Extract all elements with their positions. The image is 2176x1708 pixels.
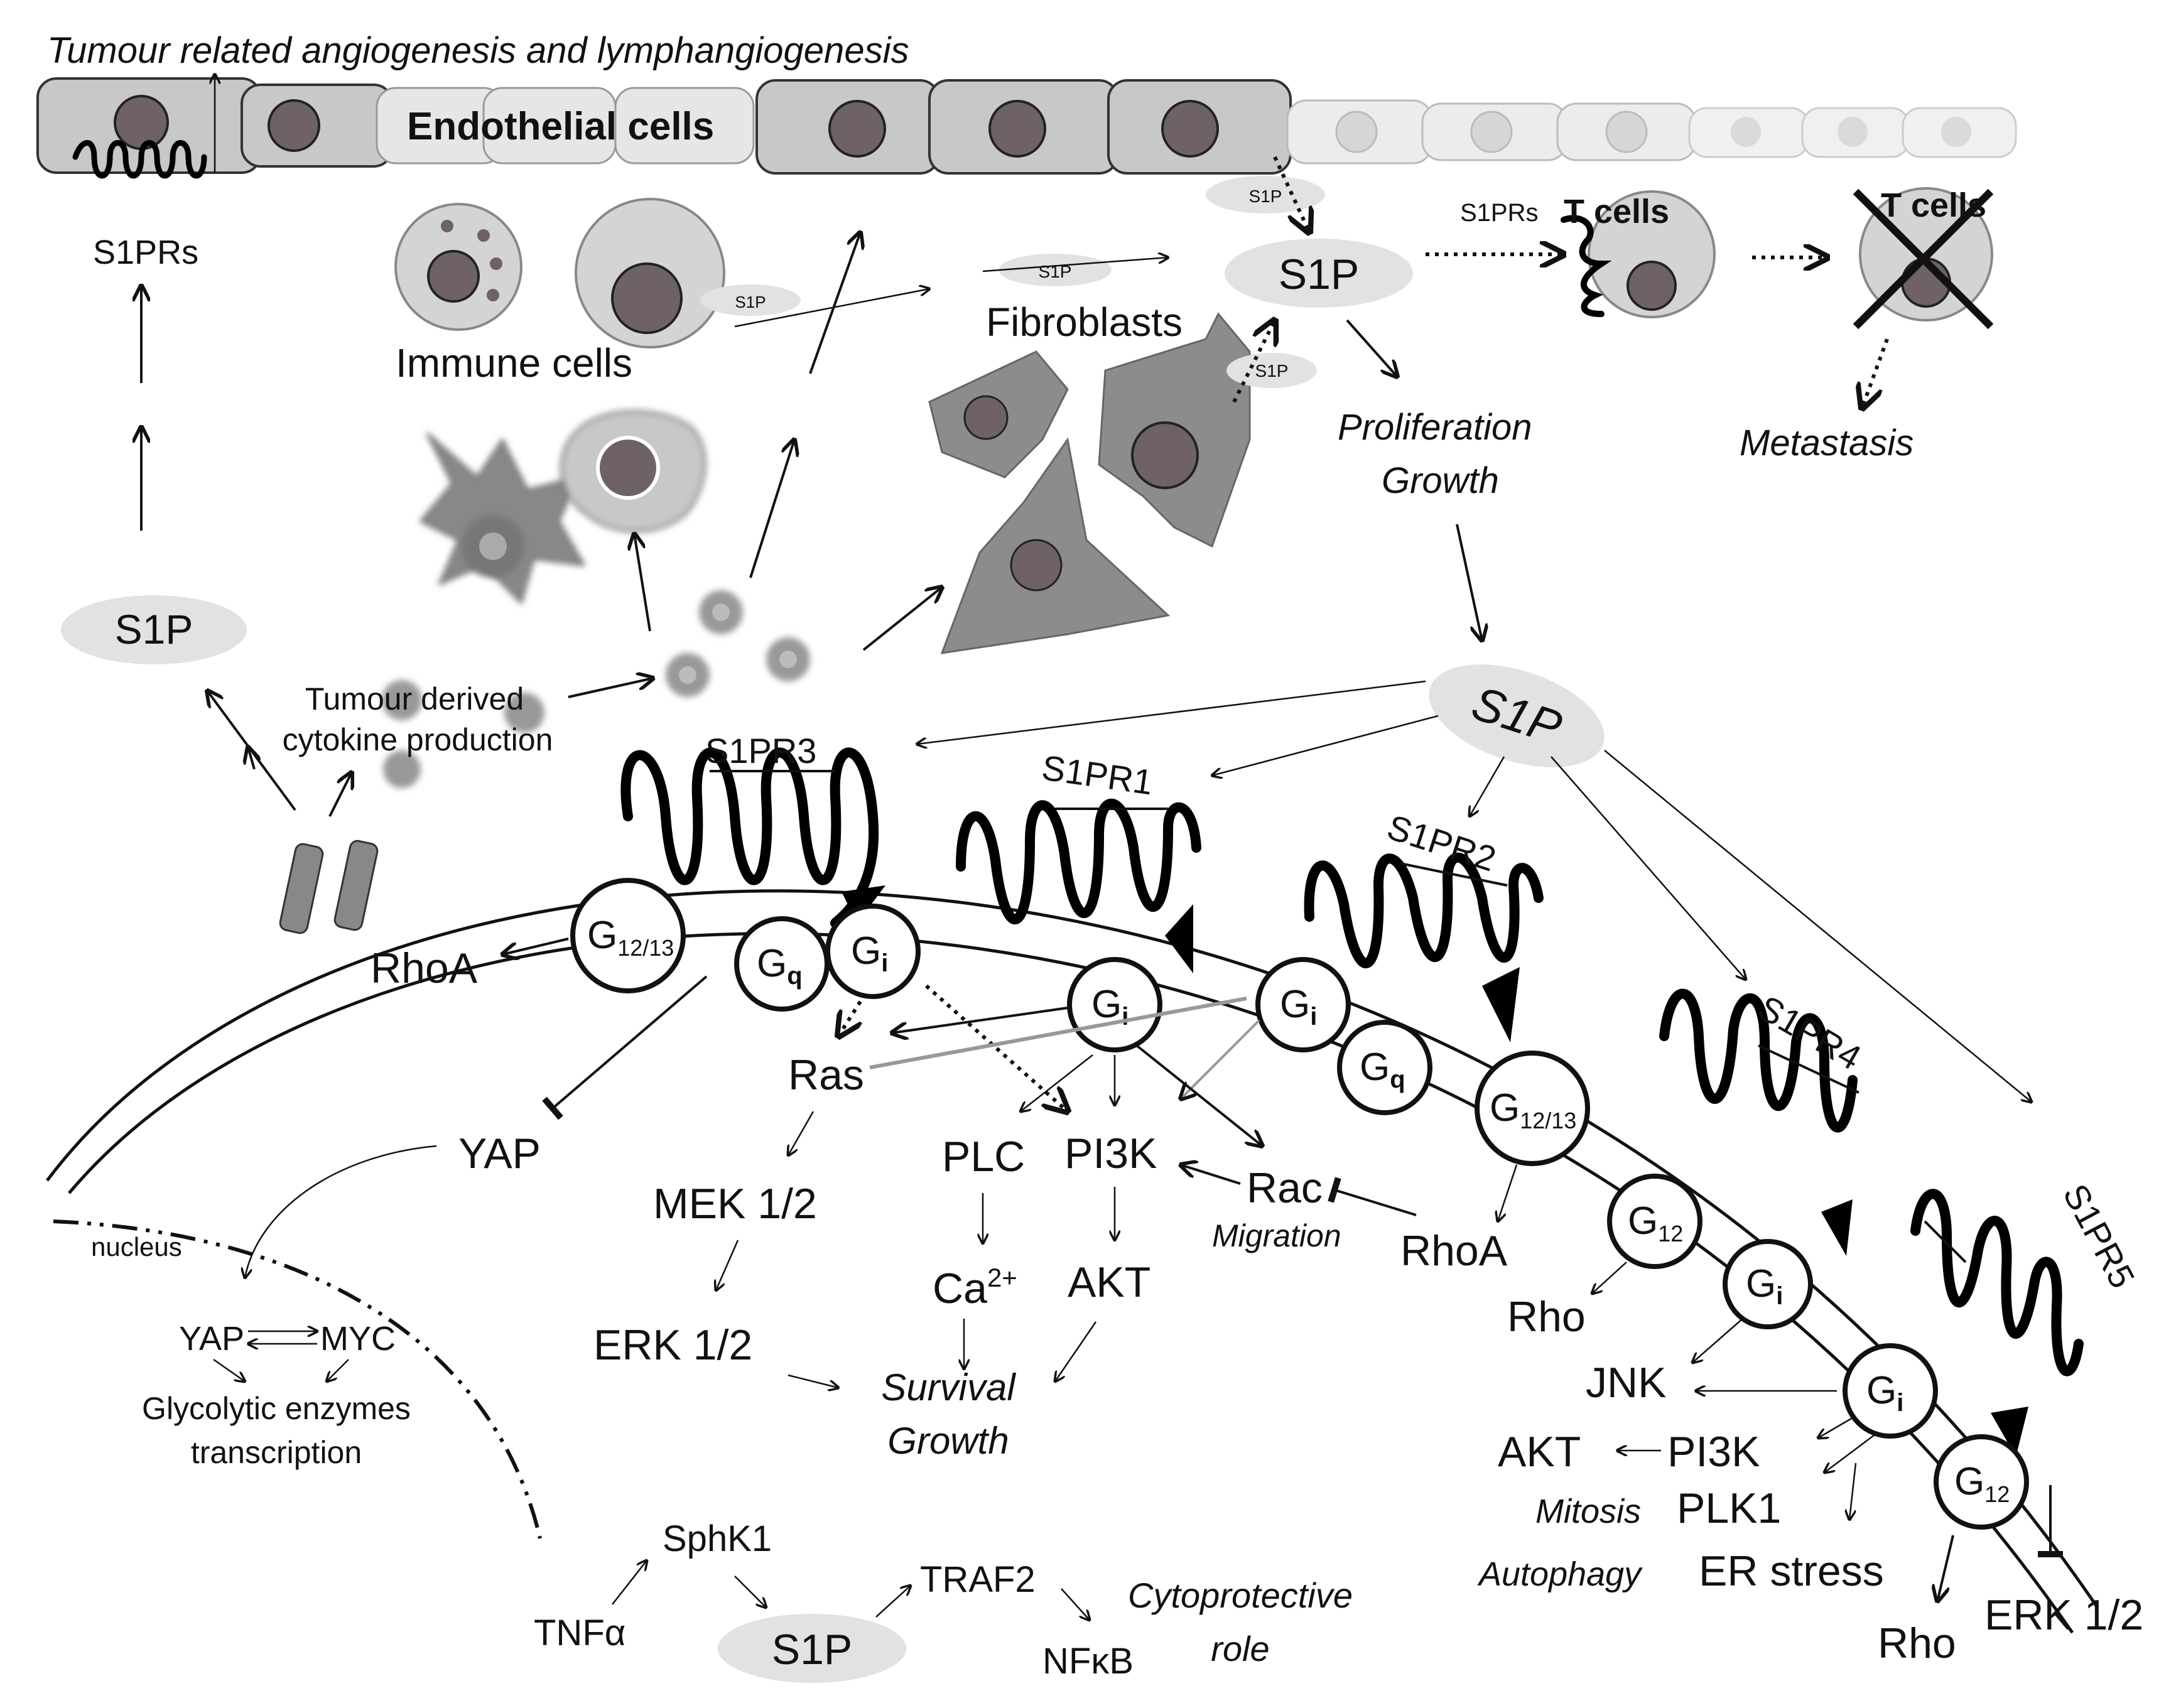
svg-text:Gq: Gq xyxy=(1360,1046,1405,1093)
svg-text:G12: G12 xyxy=(1628,1199,1683,1246)
rhoa-s1pr2: RhoA xyxy=(1400,1227,1508,1275)
svg-text:Gi: Gi xyxy=(1091,983,1129,1030)
glyco-line2: transcription xyxy=(191,1435,362,1470)
traf2-label: TRAF2 xyxy=(920,1559,1036,1600)
s1p-label-left: S1P xyxy=(115,606,193,652)
mitosis-label: Mitosis xyxy=(1535,1493,1641,1530)
plc-label: PLC xyxy=(942,1133,1025,1181)
plk1-label: PLK1 xyxy=(1677,1484,1781,1532)
cytokine-channel xyxy=(279,840,379,934)
endothelial-layer: Endothelial cells xyxy=(36,74,2017,179)
nfkb-label: NFκB xyxy=(1042,1641,1134,1682)
erk-s1pr5: ERK 1/2 xyxy=(1984,1591,2143,1639)
growth-s1pr1: Growth xyxy=(887,1420,1009,1462)
glyco-line1: Glycolytic enzymes xyxy=(142,1391,411,1426)
s1p-center-oval xyxy=(1429,664,1605,767)
gprotein-s1pr4-g12: G12 xyxy=(1607,1174,1702,1269)
svg-text:Gi: Gi xyxy=(851,929,888,977)
sphk1-label: SphK1 xyxy=(663,1518,772,1559)
s1prs-label-top: S1PRs xyxy=(93,234,198,271)
endothelial-label: Endothelial cells xyxy=(407,105,714,148)
gprotein-s1pr5-gi: Gi xyxy=(1843,1343,1938,1439)
akt-s1pr1: AKT xyxy=(1068,1258,1150,1306)
gprotein-s1pr3-g1213: G12/13 xyxy=(570,878,686,993)
gi-ras-link xyxy=(869,997,1247,1069)
label-s1pr5: S1PR5 xyxy=(2055,1177,2143,1294)
svg-text:Gi: Gi xyxy=(1866,1369,1903,1417)
cyto-line1: Cytoprotective xyxy=(1128,1576,1353,1615)
label-s1pr3: S1PR3 xyxy=(705,731,816,770)
gprotein-s1pr3-gi: Gi xyxy=(825,904,921,999)
rac-label: Rac xyxy=(1247,1164,1323,1212)
gprotein-s1pr2-gi: Gi xyxy=(1255,957,1351,1052)
myc-label: MYC xyxy=(320,1320,396,1358)
autophagy-label: Autophagy xyxy=(1477,1555,1643,1593)
er-stress-label: ER stress xyxy=(1699,1547,1884,1595)
t-cells-label: T cells xyxy=(1564,193,1669,230)
pi3k-s1pr4: PI3K xyxy=(1667,1428,1760,1476)
angiogenesis-title: Tumour related angiogenesis and lymphang… xyxy=(47,30,909,71)
immune-cells xyxy=(394,198,725,605)
t-cell-live: T cells xyxy=(1561,190,1716,318)
ca-label: Ca2+ xyxy=(933,1263,1017,1312)
ras-label: Ras xyxy=(788,1051,864,1099)
survival-label: Survival xyxy=(881,1366,1016,1408)
rho-s1pr5: Rho xyxy=(1878,1619,1956,1667)
nucleus-label: nucleus xyxy=(91,1232,182,1262)
fibroblasts xyxy=(928,312,1251,654)
cyto-line2: role xyxy=(1211,1629,1269,1668)
rho-s1pr4: Rho xyxy=(1507,1293,1586,1341)
cytokine-line2: cytokine production xyxy=(283,722,553,757)
growth-label: Growth xyxy=(1382,460,1499,501)
receptor-s1pr5: S1PR5 xyxy=(1910,1177,2143,1457)
t-cell-crossed: T cells xyxy=(1853,186,1994,330)
gprotein-s1pr4-gi: Gi xyxy=(1723,1239,1813,1329)
s1p-bottom-label: S1P xyxy=(772,1626,853,1673)
cytokine-line1: Tumour derived xyxy=(305,681,524,716)
gprotein-s1pr5-g12: G12 xyxy=(1934,1434,2029,1530)
migration-label: Migration xyxy=(1212,1218,1341,1253)
svg-text:Gi: Gi xyxy=(1746,1262,1783,1310)
proliferation-label: Proliferation xyxy=(1338,407,1532,448)
s1p-hub-oval xyxy=(1225,239,1413,308)
svg-text:G12/13: G12/13 xyxy=(587,914,674,961)
immune-cells-label: Immune cells xyxy=(396,340,632,386)
gprotein-s1pr2-gq: Gq xyxy=(1337,1020,1432,1115)
svg-text:Gq: Gq xyxy=(757,942,803,990)
metastasis-label: Metastasis xyxy=(1740,423,1913,463)
gprotein-s1pr3-gq: Gq xyxy=(734,916,830,1012)
s1p-bottom-oval xyxy=(718,1614,906,1683)
svg-text:G12/13: G12/13 xyxy=(1490,1086,1576,1133)
s1p-small-endothelial: S1P xyxy=(1249,186,1282,206)
s1p-hub-label: S1P xyxy=(1279,251,1360,298)
svg-text:Gi: Gi xyxy=(1280,983,1317,1030)
s1p-oval-left xyxy=(61,595,247,664)
t-cells-crossed-label: T cells xyxy=(1881,186,1986,224)
yap-nucleus: YAP xyxy=(179,1320,244,1358)
akt-s1pr4: AKT xyxy=(1498,1428,1581,1476)
endothelial-cell xyxy=(614,87,755,165)
label-s1pr1: S1PR1 xyxy=(1039,747,1155,802)
erk-s1pr1: ERK 1/2 xyxy=(593,1321,752,1369)
svg-text:G12: G12 xyxy=(1954,1460,2010,1507)
mek-label: MEK 1/2 xyxy=(653,1180,817,1228)
rhoa-s1pr3: RhoA xyxy=(371,944,478,992)
nucleus-boundary xyxy=(53,1219,542,1539)
s1p-small-fibro2: S1P xyxy=(1255,361,1289,381)
s1prs-tcell-label: S1PRs xyxy=(1460,199,1539,227)
gprotein-s1pr2-g1213: G12/13 xyxy=(1475,1051,1590,1166)
s1p-small-immune: S1P xyxy=(735,293,766,311)
yap-label: YAP xyxy=(458,1130,541,1177)
tnf-label: TNFα xyxy=(534,1613,625,1653)
fibroblasts-label: Fibroblasts xyxy=(986,300,1183,345)
pi3k-s1pr1: PI3K xyxy=(1064,1130,1157,1177)
jnk-label: JNK xyxy=(1586,1359,1666,1407)
gprotein-s1pr1-gi: Gi xyxy=(1067,957,1162,1052)
s1pr-coil-endothelial xyxy=(72,140,207,179)
